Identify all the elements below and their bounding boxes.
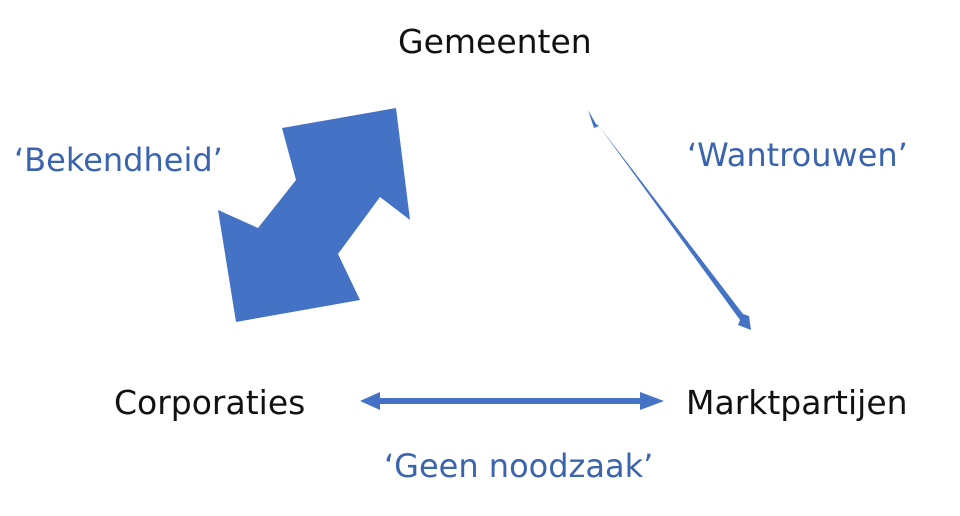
node-marktpartijen: Marktpartijen [686, 383, 908, 422]
arrow-corporaties-marktpartijen [360, 392, 664, 410]
arrow-gemeenten-corporaties [218, 108, 410, 322]
relation-label-geen-noodzaak: ‘Geen noodzaak’ [384, 447, 654, 485]
node-corporaties: Corporaties [114, 383, 306, 422]
relation-label-bekendheid: ‘Bekendheid’ [14, 141, 223, 179]
arrow-gemeenten-marktpartijen [588, 110, 751, 330]
node-gemeenten: Gemeenten [398, 22, 592, 61]
relation-label-wantrouwen: ‘Wantrouwen’ [687, 136, 908, 174]
